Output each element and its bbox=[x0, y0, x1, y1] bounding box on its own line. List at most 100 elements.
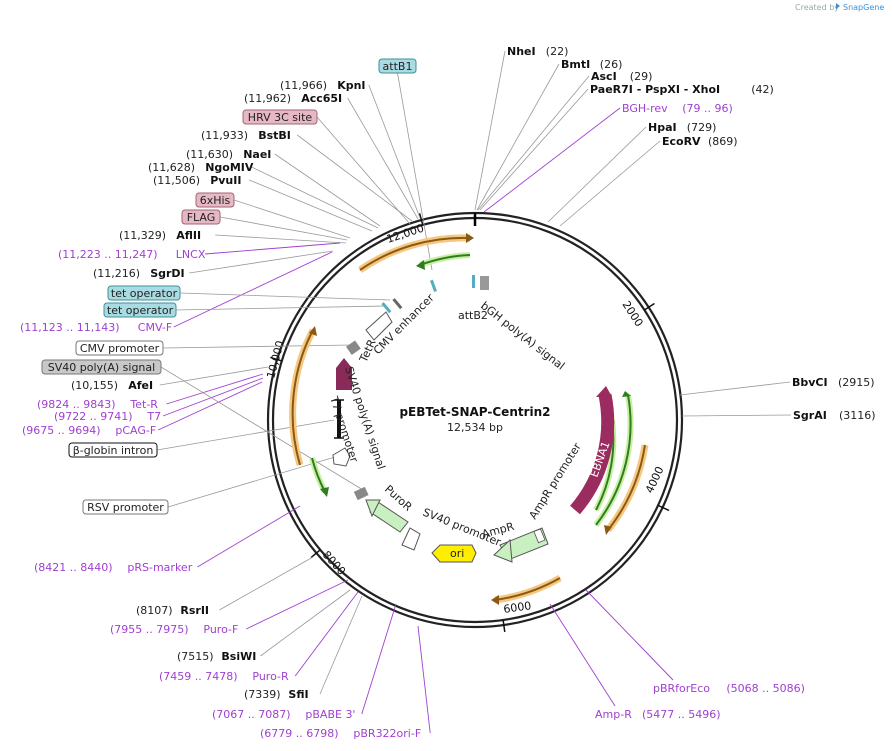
site-label-naei[interactable]: (11,630)NaeI bbox=[186, 148, 271, 161]
primer-range: (79 .. 96) bbox=[682, 102, 733, 115]
feature-line bbox=[167, 456, 336, 508]
feature-box-label: SV40 poly(A) signal bbox=[48, 361, 155, 374]
primer-name: Tet-R bbox=[129, 398, 158, 411]
primer-name: Amp-R bbox=[595, 708, 632, 721]
primer-range: (7459 .. 7478) bbox=[159, 670, 238, 683]
tick-mark bbox=[644, 302, 655, 311]
site-label-hpai[interactable]: HpaI(729) bbox=[648, 121, 716, 134]
site-line bbox=[249, 179, 373, 232]
feature-line bbox=[162, 344, 353, 349]
primer-range: (9722 .. 9741) bbox=[54, 410, 133, 423]
site-position: (7515) bbox=[177, 650, 214, 663]
primer-label-lncx[interactable]: (11,223 .. 11,247)LNCX bbox=[58, 248, 206, 261]
primer-line bbox=[166, 373, 264, 405]
site-name: PvuII bbox=[210, 174, 241, 187]
site-name: NgoMIV bbox=[205, 161, 254, 174]
site-label-kpni[interactable]: (11,966)KpnI bbox=[280, 79, 366, 92]
site-position: (11,630) bbox=[186, 148, 233, 161]
site-name: PaeR7I - PspXI - XhoI bbox=[590, 83, 720, 96]
site-label-acc65i[interactable]: (11,962)Acc65I bbox=[244, 92, 342, 105]
site-line bbox=[479, 88, 589, 211]
primer-label-pcag-f[interactable]: (9675 .. 9694)pCAG-F bbox=[22, 424, 156, 437]
primer-label-prs-marker[interactable]: (8421 .. 8440)pRS-marker bbox=[34, 561, 193, 574]
site-position: (11,966) bbox=[280, 79, 327, 92]
site-labels: NheI(22)BmtI(26)AscI(29)PaeR7I - PspXI -… bbox=[20, 45, 876, 740]
attb2-box bbox=[472, 275, 475, 288]
tick-mark bbox=[310, 549, 321, 559]
bgh-pa-label: bGH poly(A) signal bbox=[478, 299, 567, 372]
site-label-nhei[interactable]: NheI(22) bbox=[507, 45, 568, 58]
primer-line bbox=[246, 579, 349, 630]
bgh-box bbox=[480, 276, 489, 290]
cmv-enh-mark bbox=[392, 298, 403, 310]
site-line bbox=[296, 134, 413, 222]
primer-line bbox=[294, 591, 359, 677]
primer-name: LNCX bbox=[176, 248, 206, 261]
feature-box-cmv-promoter[interactable]: CMV promoter bbox=[75, 340, 164, 356]
feature-line bbox=[397, 72, 433, 271]
primer-label-cmv-f[interactable]: (11,123 .. 11,143)CMV-F bbox=[20, 321, 172, 334]
site-line bbox=[215, 234, 347, 244]
feature-box-hrv3c[interactable]: HRV 3C site bbox=[242, 109, 318, 125]
primer-label-puro-r[interactable]: (7459 .. 7478)Puro-R bbox=[159, 670, 289, 683]
primer-name: BGH-rev bbox=[622, 102, 668, 115]
feature-box-bg bbox=[68, 442, 158, 458]
site-label-sgrdi[interactable]: (11,216)SgrDI bbox=[93, 267, 185, 280]
feature-box-bg bbox=[41, 359, 162, 375]
site-label-bmti[interactable]: BmtI(26) bbox=[561, 58, 622, 71]
primer-label-pbrforeco[interactable]: pBRforEco(5068 .. 5086) bbox=[653, 682, 805, 695]
site-label-sgrai[interactable]: SgrAI(3116) bbox=[793, 409, 876, 422]
site-label-ecorv[interactable]: EcoRV(869) bbox=[662, 135, 738, 148]
primer-name: CMV-F bbox=[138, 321, 172, 334]
primer-range: (7955 .. 7975) bbox=[110, 623, 189, 636]
site-label-rsrii[interactable]: (8107)RsrII bbox=[136, 604, 209, 617]
feature-box-tetop2[interactable]: tet operator bbox=[103, 302, 177, 318]
feature-box-bglobin[interactable]: β-globin intron bbox=[68, 442, 158, 458]
primer-name: pBABE 3' bbox=[305, 708, 355, 721]
site-label-ngomiv[interactable]: (11,628)NgoMIV bbox=[148, 161, 254, 174]
feature-box-tetop1[interactable]: tet operator bbox=[107, 285, 181, 301]
primer-label-pbr322ori-f[interactable]: (6779 .. 6798)pBR322ori-F bbox=[260, 727, 421, 740]
feature-box-label: attB1 bbox=[383, 60, 413, 73]
primer-label-tet-r[interactable]: (9824 .. 9843)Tet-R bbox=[37, 398, 158, 411]
primer-label-t7[interactable]: (9722 .. 9741)T7 bbox=[54, 410, 161, 423]
site-label-pvuii[interactable]: (11,506)PvuII bbox=[153, 174, 241, 187]
site-position: (11,216) bbox=[93, 267, 140, 280]
primer-name: Puro-F bbox=[203, 623, 238, 636]
site-label-aflii[interactable]: (11,329)AflII bbox=[119, 229, 201, 242]
primer-name: pCAG-F bbox=[115, 424, 156, 437]
primer-range: (5477 .. 5496) bbox=[642, 708, 721, 721]
primer-label-pbabe3[interactable]: (7067 .. 7087)pBABE 3' bbox=[212, 708, 355, 721]
site-line bbox=[476, 63, 560, 211]
site-position: (7339) bbox=[244, 688, 281, 701]
site-line bbox=[368, 84, 421, 219]
attb2-label: attB2 bbox=[458, 309, 488, 322]
site-label-bbvci[interactable]: BbvCI(2915) bbox=[792, 376, 875, 389]
site-line bbox=[681, 414, 792, 417]
primer-range: (6779 .. 6798) bbox=[260, 727, 339, 740]
site-label-bstbi[interactable]: (11,933)BstBI bbox=[201, 129, 291, 142]
feature-box-bg bbox=[75, 340, 164, 356]
site-label-sfii[interactable]: (7339)SfiI bbox=[244, 688, 309, 701]
feature-box-label: CMV promoter bbox=[80, 342, 160, 355]
site-label-afei[interactable]: (10,155)AfeI bbox=[71, 379, 153, 392]
site-label-paer7i[interactable]: PaeR7I - PspXI - XhoI(42) bbox=[590, 83, 774, 96]
primer-label-bgh-rev[interactable]: BGH-rev (79 .. 96) bbox=[622, 102, 733, 115]
primer-label-amp-r[interactable]: Amp-R (5477 .. 5496) bbox=[595, 708, 721, 721]
feature-box-attb1[interactable]: attB1 bbox=[378, 58, 417, 74]
site-label-asci[interactable]: AscI(29) bbox=[591, 70, 652, 83]
site-label-bsiwi[interactable]: (7515)BsiWI bbox=[177, 650, 256, 663]
primer-line bbox=[173, 251, 333, 328]
primer-line bbox=[549, 603, 616, 707]
site-name: EcoRV bbox=[662, 135, 701, 148]
site-position: (3116) bbox=[839, 409, 876, 422]
credit-brand: SnapGene bbox=[843, 3, 884, 12]
feature-box-rsv[interactable]: RSV promoter bbox=[82, 499, 169, 515]
primer-label-puro-f[interactable]: (7955 .. 7975) Puro-F bbox=[110, 623, 238, 636]
feature-box-sv40-pa[interactable]: SV40 poly(A) signal bbox=[41, 359, 162, 375]
feature-box-6xhis[interactable]: 6xHis bbox=[195, 192, 235, 208]
tick-label: 4000 bbox=[643, 464, 667, 495]
feature-box-flag[interactable]: FLAG bbox=[181, 209, 221, 225]
